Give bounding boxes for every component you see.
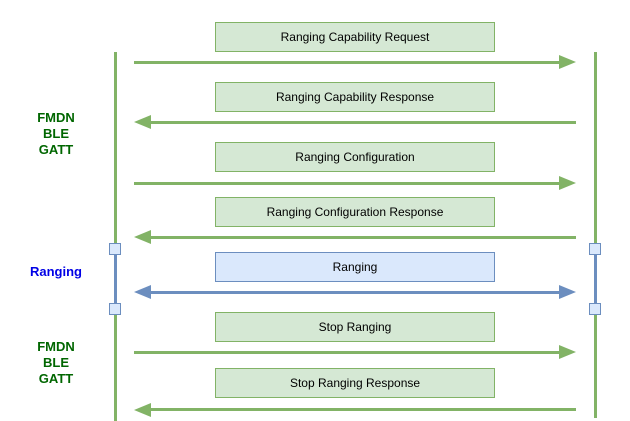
activation-marker-right-bottom xyxy=(589,303,601,315)
message-label: Stop Ranging xyxy=(318,320,392,334)
arrowhead-right-icon xyxy=(559,176,576,190)
message-arrow-ranging-configuration-response xyxy=(134,230,576,244)
message-label: Ranging Configuration xyxy=(295,150,415,164)
arrowhead-left-icon xyxy=(134,402,151,417)
activation-marker-right-top xyxy=(589,243,601,255)
right-lifeline-ranging-segment xyxy=(593,248,597,310)
section-label-fmdn-ble-gatt-bottom: FMDN BLE GATT xyxy=(37,339,75,386)
message-arrow-stop-ranging xyxy=(134,345,576,359)
message-box-ranging-capability-request: Ranging Capability Request xyxy=(215,22,495,52)
message-arrow-ranging-capability-request xyxy=(134,55,576,69)
message-label: Ranging Capability Request xyxy=(280,30,430,44)
right-lifeline xyxy=(593,52,597,418)
message-arrow-ranging-bidirectional xyxy=(134,285,576,299)
message-arrow-stop-ranging-response xyxy=(134,402,576,417)
message-label: Ranging Capability Response xyxy=(275,90,435,104)
message-box-ranging: Ranging xyxy=(215,252,495,282)
arrow-shaft xyxy=(134,350,562,354)
message-box-stop-ranging: Stop Ranging xyxy=(215,312,495,342)
activation-marker-left-top xyxy=(109,243,121,255)
message-box-ranging-capability-response: Ranging Capability Response xyxy=(215,82,495,112)
message-arrow-ranging-configuration xyxy=(134,176,576,190)
arrow-shaft xyxy=(134,181,562,185)
arrowhead-right-icon xyxy=(559,285,576,299)
arrowhead-left-icon xyxy=(134,115,151,129)
message-box-ranging-configuration: Ranging Configuration xyxy=(215,142,495,172)
section-label-ranging: Ranging xyxy=(30,264,82,279)
arrowhead-right-icon xyxy=(559,345,576,359)
message-box-stop-ranging-response: Stop Ranging Response xyxy=(215,368,495,398)
message-arrow-ranging-capability-response xyxy=(134,115,576,129)
arrowhead-right-icon xyxy=(559,55,576,69)
arrow-shaft xyxy=(148,235,576,239)
arrowhead-left-icon xyxy=(134,230,151,244)
message-label: Ranging Configuration Response xyxy=(266,205,444,219)
arrow-shaft xyxy=(148,408,576,411)
message-box-ranging-configuration-response: Ranging Configuration Response xyxy=(215,197,495,227)
message-label: Ranging xyxy=(332,260,378,274)
message-label: Stop Ranging Response xyxy=(289,376,421,390)
left-lifeline xyxy=(113,52,117,421)
activation-marker-left-bottom xyxy=(109,303,121,315)
arrowhead-left-icon xyxy=(134,285,151,299)
arrow-shaft xyxy=(148,120,576,124)
section-label-fmdn-ble-gatt-top: FMDN BLE GATT xyxy=(37,110,75,157)
left-lifeline-ranging-segment xyxy=(113,248,117,310)
arrow-shaft xyxy=(148,290,562,294)
arrow-shaft xyxy=(134,60,562,64)
